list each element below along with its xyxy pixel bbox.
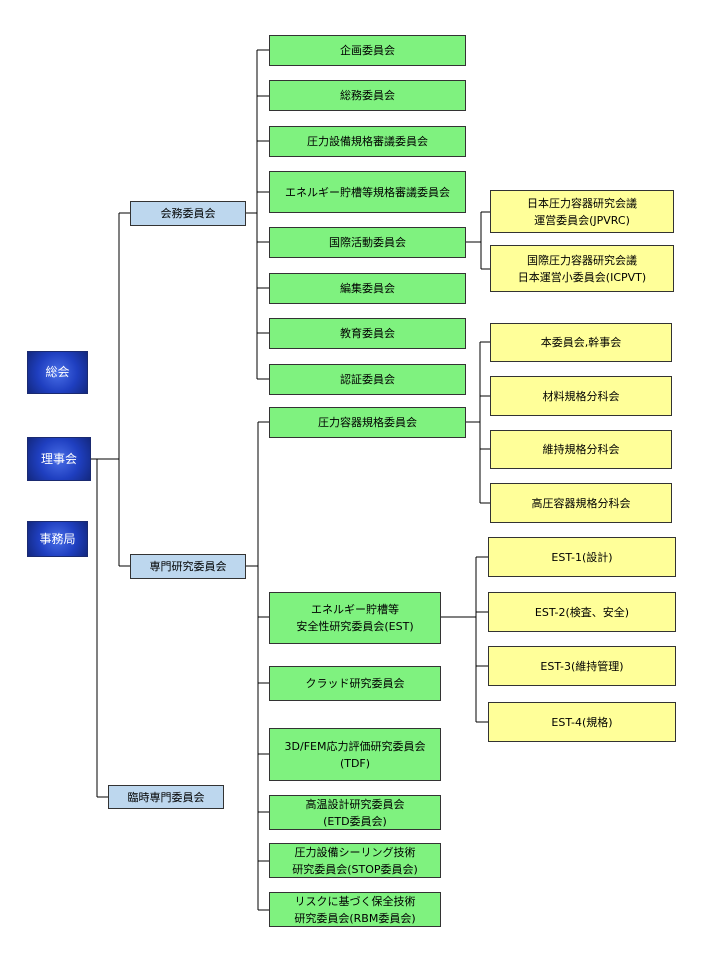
committee-clad: クラッド研究委員会: [269, 666, 441, 701]
committee-pressure-vessel-standards: 圧力容器規格委員会: [269, 407, 466, 438]
committee-est: エネルギー貯槽等 安全性研究委員会(EST): [269, 592, 441, 644]
committee-stop: 圧力設備シーリング技術 研究委員会(STOP委員会): [269, 843, 441, 878]
committee-tdf: 3D/FEM応力評価研究委員会 (TDF): [269, 728, 441, 781]
research-division: 専門研究委員会: [130, 554, 246, 579]
subgroup-maintenance: 維持規格分科会: [490, 430, 672, 469]
ad-hoc-division: 臨時専門委員会: [108, 785, 224, 809]
subgroup-est-4: EST-4(規格): [488, 702, 676, 742]
board-node: 理事会: [27, 437, 91, 481]
subgroup-high-pressure: 高圧容器規格分科会: [490, 483, 672, 523]
subgroup-materials: 材料規格分科会: [490, 376, 672, 416]
committee-general-affairs: 総務委員会: [269, 80, 466, 111]
committee-pressure-equipment-standards: 圧力設備規格審議委員会: [269, 126, 466, 157]
subgroup-est-3: EST-3(維持管理): [488, 646, 676, 686]
committee-energy-storage-standards: エネルギー貯槽等規格審議委員会: [269, 171, 466, 213]
general-affairs-division: 会務委員会: [130, 201, 246, 226]
subgroup-main-committee: 本委員会,幹事会: [490, 323, 672, 362]
secretariat-node: 事務局: [27, 521, 88, 557]
committee-certification: 認証委員会: [269, 364, 466, 395]
general-meeting-node: 総会: [27, 351, 88, 394]
subgroup-jpvrc: 日本圧力容器研究会議 運営委員会(JPVRC): [490, 190, 674, 233]
subgroup-est-2: EST-2(検査、安全): [488, 592, 676, 632]
subgroup-est-1: EST-1(設計): [488, 537, 676, 577]
committee-rbm: リスクに基づく保全技術 研究委員会(RBM委員会): [269, 892, 441, 927]
committee-etd: 高温設計研究委員会 (ETD委員会): [269, 795, 441, 830]
committee-planning: 企画委員会: [269, 35, 466, 66]
committee-international: 国際活動委員会: [269, 227, 466, 258]
subgroup-icpvt: 国際圧力容器研究会議 日本運営小委員会(ICPVT): [490, 245, 674, 292]
committee-education: 教育委員会: [269, 318, 466, 349]
committee-editorial: 編集委員会: [269, 273, 466, 304]
